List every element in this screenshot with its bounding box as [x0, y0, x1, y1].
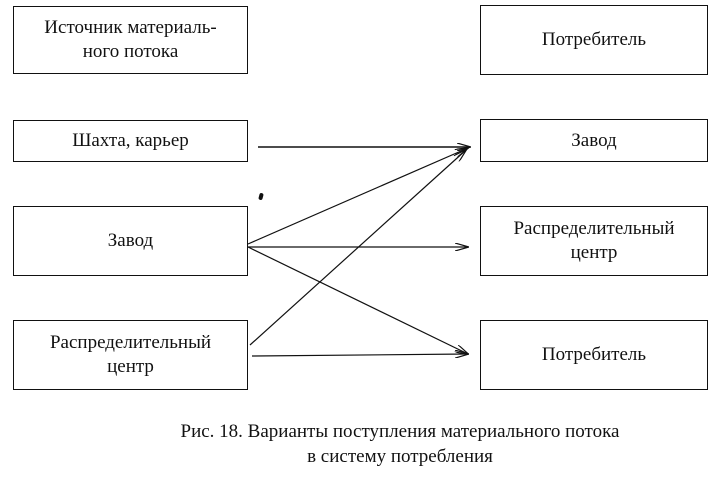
- source-mine-box: Шахта, карьер: [13, 120, 248, 162]
- consumer-distribution-center-box: Распределительный центр: [480, 206, 708, 276]
- arrow-distribution-center-to-plant: [249, 150, 466, 346]
- consumer-plant-box: Завод: [480, 119, 708, 162]
- arrow-distribution-center-to-consumer: [251, 354, 468, 356]
- figure-caption: Рис. 18. Варианты поступления материальн…: [180, 421, 620, 467]
- arrow-plant-to-consumer: [247, 246, 468, 354]
- source-header-box: Источник материаль- ного потока: [13, 6, 248, 74]
- source-plant-box: Завод: [13, 206, 248, 276]
- source-distribution-center-box: Распределительный центр: [13, 320, 248, 390]
- consumer-box: Потребитель: [480, 320, 708, 390]
- consumer-header-box: Потребитель: [480, 5, 708, 75]
- arrow-plant-to-plant: [247, 148, 468, 245]
